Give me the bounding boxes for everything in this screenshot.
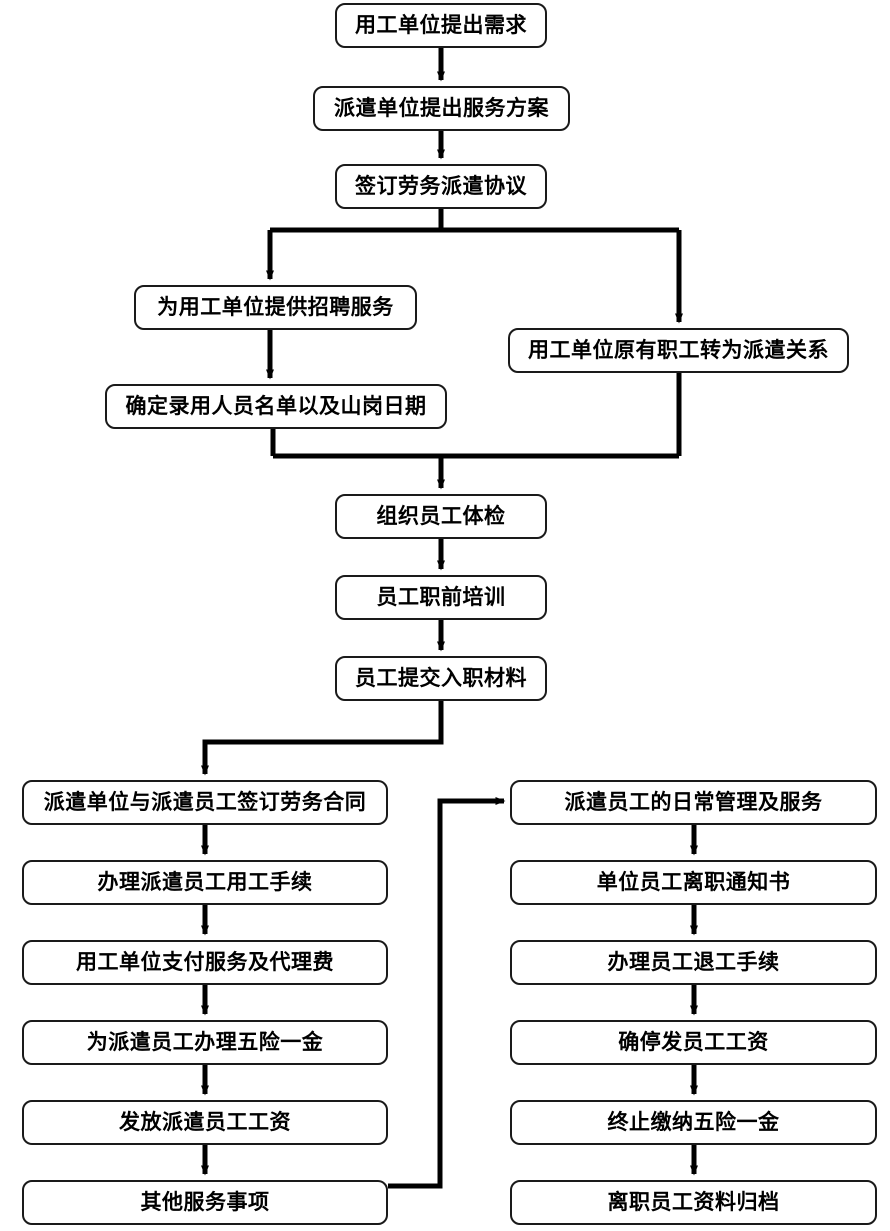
node-label: 员工提交入职材料 [355,667,527,690]
node-label: 确停发员工工资 [618,1031,769,1054]
node-pay-service-fee[interactable]: 用工单位支付服务及代理费 [22,940,388,985]
node-label: 用工单位原有职工转为派遣关系 [528,339,829,362]
node-sign-labor-contract[interactable]: 派遣单位与派遣员工签订劳务合同 [22,780,388,825]
node-label: 用工单位支付服务及代理费 [76,951,334,974]
node-label: 终止缴纳五险一金 [607,1111,780,1134]
node-termination-formalities[interactable]: 办理员工退工手续 [510,940,877,985]
node-label: 为用工单位提供招聘服务 [157,296,394,319]
node-submit-onboarding-docs[interactable]: 员工提交入职材料 [335,656,547,701]
node-label: 派遣单位提出服务方案 [334,97,549,120]
node-label: 单位员工离职通知书 [596,871,791,894]
node-convert-existing-staff[interactable]: 用工单位原有职工转为派遣关系 [508,328,849,373]
node-daily-management[interactable]: 派遣员工的日常管理及服务 [510,780,877,825]
node-label: 员工职前培训 [376,586,506,609]
node-confirm-hire-list[interactable]: 确定录用人员名单以及山岗日期 [105,384,447,429]
node-recruitment-service[interactable]: 为用工单位提供招聘服务 [134,285,417,330]
node-label: 为派遣员工办理五险一金 [86,1031,324,1054]
node-label: 发放派遣员工工资 [119,1111,291,1134]
node-label: 用工单位提出需求 [355,14,527,37]
node-label: 组织员工体检 [376,505,506,528]
node-label: 办理员工退工手续 [607,951,780,974]
node-pay-wages[interactable]: 发放派遣员工工资 [22,1100,388,1145]
node-resignation-notice[interactable]: 单位员工离职通知书 [510,860,877,905]
node-archive-records[interactable]: 离职员工资料归档 [510,1180,877,1225]
node-label: 办理派遣员工用工手续 [97,871,313,894]
node-employment-formalities[interactable]: 办理派遣员工用工手续 [22,860,388,905]
node-label: 派遣员工的日常管理及服务 [564,791,823,814]
node-label: 其他服务事项 [140,1191,270,1214]
node-other-services[interactable]: 其他服务事项 [22,1180,388,1225]
node-stop-social-insurance[interactable]: 终止缴纳五险一金 [510,1100,877,1145]
node-label: 离职员工资料归档 [607,1191,780,1214]
node-label: 派遣单位与派遣员工签订劳务合同 [43,791,367,814]
node-service-plan[interactable]: 派遣单位提出服务方案 [313,86,570,131]
node-demand-request[interactable]: 用工单位提出需求 [335,3,547,48]
node-sign-dispatch-agreement[interactable]: 签订劳务派遣协议 [335,164,547,209]
node-medical-exam[interactable]: 组织员工体检 [335,494,547,539]
node-stop-wages[interactable]: 确停发员工工资 [510,1020,877,1065]
node-pre-job-training[interactable]: 员工职前培训 [335,575,547,620]
node-label: 签订劳务派遣协议 [355,175,527,198]
node-label: 确定录用人员名单以及山岗日期 [125,395,427,418]
node-social-insurance-setup[interactable]: 为派遣员工办理五险一金 [22,1020,388,1065]
